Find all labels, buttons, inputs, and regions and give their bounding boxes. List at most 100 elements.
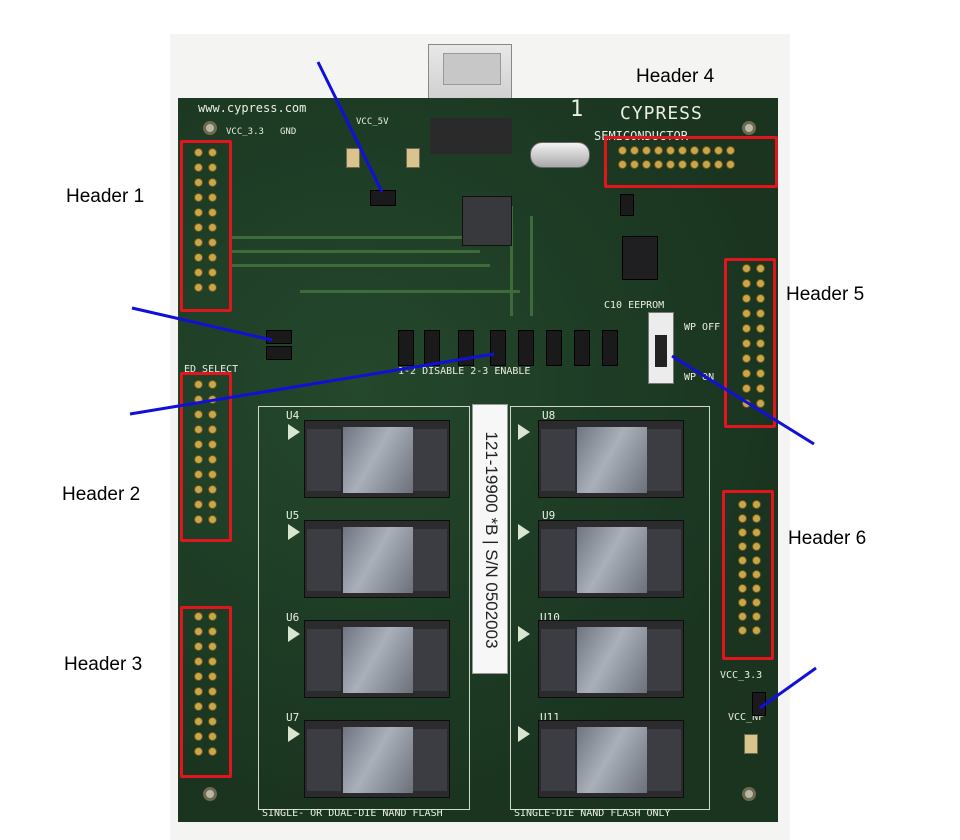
- serial-text: 121-19900 *B | S/N 0502003: [482, 431, 501, 649]
- header-pin: [642, 146, 651, 155]
- header-pin: [738, 528, 747, 537]
- vccnf-silkscreen: VCC_NF: [728, 712, 765, 723]
- capacitor: [744, 734, 758, 754]
- socket-label: U9: [542, 509, 556, 522]
- header-pin: [642, 160, 651, 169]
- header-pin: [208, 223, 217, 232]
- header-6-highlight: [722, 490, 774, 660]
- jumper-j6: [266, 346, 292, 360]
- header-pin: [756, 324, 765, 333]
- header-pin: [208, 268, 217, 277]
- header-pin: [618, 160, 627, 169]
- vcc33-silkscreen: VCC_3.3: [226, 127, 264, 137]
- header-pin: [678, 146, 687, 155]
- pcb-trace: [230, 264, 490, 267]
- board-number: 1: [570, 97, 584, 122]
- header-pin: [752, 528, 761, 537]
- header-pin: [738, 500, 747, 509]
- jumper-j4: [752, 692, 766, 716]
- header-pin: [690, 160, 699, 169]
- header-pin: [756, 294, 765, 303]
- header-pin: [738, 542, 747, 551]
- socket-area-right: [510, 406, 710, 810]
- header-pin: [742, 279, 751, 288]
- pcb-trace: [230, 250, 480, 253]
- pin1-marker: [288, 626, 300, 642]
- header-pin: [208, 500, 217, 509]
- eeprom-silkscreen: C10 EEPROM: [604, 300, 665, 311]
- pin1-marker: [288, 424, 300, 440]
- header-3-highlight: [180, 606, 232, 778]
- pcb-trace: [510, 206, 513, 316]
- header-pin: [208, 283, 217, 292]
- header-pin: [194, 747, 203, 756]
- header-pin: [194, 702, 203, 711]
- header-pin: [194, 470, 203, 479]
- header-pin: [208, 702, 217, 711]
- header-pin: [208, 732, 217, 741]
- serial-label-sticker: 121-19900 *B | S/N 0502003: [472, 404, 508, 674]
- header-pin: [756, 309, 765, 318]
- header-pin: [752, 598, 761, 607]
- header-pin: [208, 238, 217, 247]
- header-pin: [208, 425, 217, 434]
- nand-socket: [304, 720, 450, 798]
- nand-socket: [538, 620, 684, 698]
- header-2-highlight: [180, 372, 232, 542]
- mounting-hole: [203, 787, 217, 801]
- header-pin: [742, 309, 751, 318]
- jumper-j7: [398, 330, 414, 366]
- header-pin: [194, 440, 203, 449]
- nand-socket: [304, 420, 450, 498]
- header-pin: [208, 148, 217, 157]
- header-6-label: Header 6: [788, 528, 867, 549]
- header-pin: [756, 339, 765, 348]
- jumper-j5: [266, 330, 292, 344]
- pcb-trace: [530, 216, 533, 316]
- nand-socket: [538, 420, 684, 498]
- header-pin: [208, 657, 217, 666]
- header-pin: [208, 470, 217, 479]
- capacitor: [406, 148, 420, 168]
- header-pin: [666, 146, 675, 155]
- header-pin: [738, 626, 747, 635]
- vcc5v-silkscreen: VCC_5V: [356, 117, 389, 127]
- header-pin: [742, 339, 751, 348]
- header-pin: [194, 612, 203, 621]
- header-pin: [194, 717, 203, 726]
- brand-name: CYPRESS: [620, 103, 703, 124]
- jumper-j13: [574, 330, 590, 366]
- mounting-hole: [742, 787, 756, 801]
- header-pin: [654, 146, 663, 155]
- header-pin: [194, 253, 203, 262]
- bottom-left-silkscreen: SINGLE- OR DUAL-DIE NAND FLASH: [262, 808, 443, 819]
- jumper-j12: [546, 330, 562, 366]
- header-pin: [208, 687, 217, 696]
- header-pin: [738, 584, 747, 593]
- nand-socket: [304, 520, 450, 598]
- jumper-j10: [490, 330, 506, 366]
- header-pin: [756, 279, 765, 288]
- header-pin: [194, 672, 203, 681]
- header-pin: [194, 687, 203, 696]
- header-pin: [194, 455, 203, 464]
- vcc33-silkscreen-right: VCC_3.3: [720, 670, 763, 681]
- header-pin: [208, 642, 217, 651]
- header-1-pins: [194, 148, 217, 292]
- header-pin: [208, 612, 217, 621]
- header-pin: [208, 253, 217, 262]
- header-pin: [194, 148, 203, 157]
- nand-socket: [538, 520, 684, 598]
- pin1-marker: [518, 626, 530, 642]
- header-pin: [742, 324, 751, 333]
- header-pin: [726, 160, 735, 169]
- header-pin: [752, 500, 761, 509]
- header-pin: [752, 570, 761, 579]
- header-pin: [208, 672, 217, 681]
- socket-label: U6: [286, 611, 300, 624]
- header-pin: [194, 238, 203, 247]
- header-pin: [208, 747, 217, 756]
- header-pin: [752, 542, 761, 551]
- header-pin: [738, 556, 747, 565]
- header-pin: [714, 146, 723, 155]
